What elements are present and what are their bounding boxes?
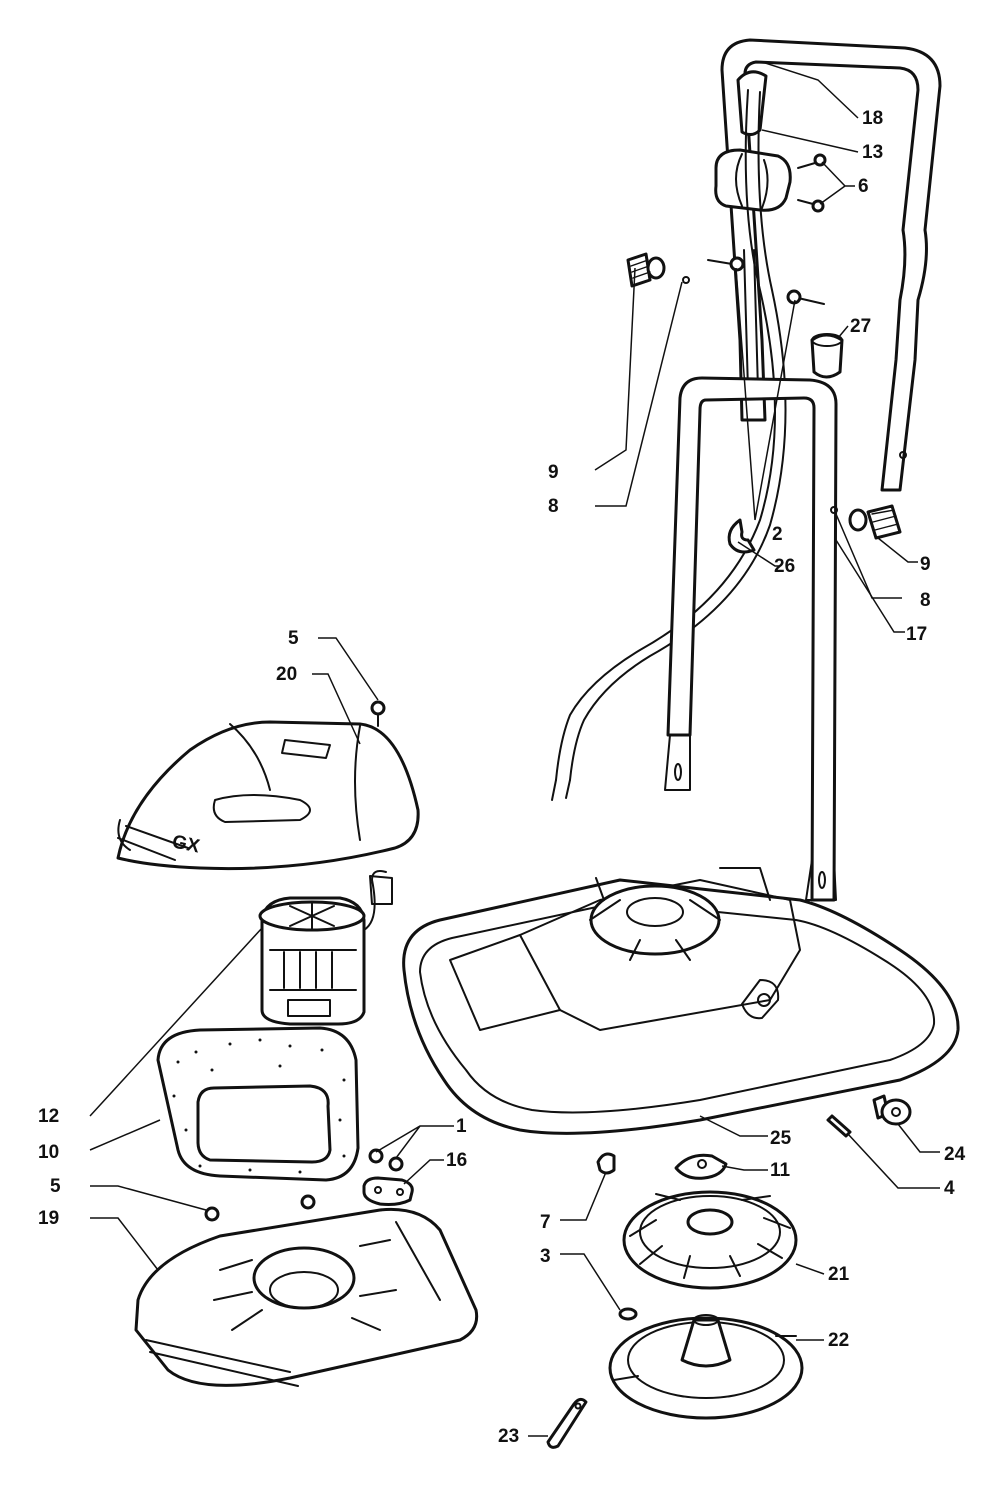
impeller-fan [622,1190,798,1290]
callout-3: 3 [540,1246,551,1267]
callout-24: 24 [944,1144,966,1165]
leader-lines [89,61,940,1437]
callout-20: 20 [276,664,297,685]
power-cable [551,89,787,801]
callouts: 18 13 6 27 9 8 2 26 9 8 17 5 20 12 10 1 … [38,108,966,1447]
callout-13: 13 [862,142,883,163]
handle-knob-right [848,504,902,540]
clamp-bracket [362,1176,414,1206]
electric-motor [258,870,393,1026]
callout-10: 10 [38,1142,59,1163]
cover-screw [370,700,386,727]
cutting-disc [608,1314,804,1420]
callout-25: 25 [770,1128,792,1149]
callout-6: 6 [858,176,869,197]
fan-adapter [674,1153,728,1180]
cable-clip [736,70,768,137]
callout-4: 4 [944,1178,955,1199]
callout-22: 22 [828,1330,849,1351]
bolt-right [786,289,825,305]
callout-16: 16 [446,1150,467,1171]
motor-housing [134,1207,479,1387]
callout-8-right: 8 [920,590,931,611]
foam-texture [172,1038,346,1174]
callout-26: 26 [774,556,795,577]
switch-box [714,148,792,212]
callout-11: 11 [770,1160,791,1181]
housing-screw-right [300,1194,316,1210]
motor-cover: GX [116,720,420,871]
callout-5-upper: 5 [288,628,299,649]
callout-27: 27 [850,316,871,337]
callout-7: 7 [540,1212,551,1233]
housing-screw-left [204,1206,220,1222]
screw-pair [368,1148,404,1172]
switch-screw-bottom [797,199,825,213]
callout-5-lower: 5 [50,1176,61,1197]
plastic-blade [546,1397,588,1449]
deck-pin [826,1114,852,1138]
foam-filter-ring [156,1026,360,1182]
callout-18: 18 [862,108,883,129]
callout-1: 1 [456,1116,467,1137]
callout-23: 23 [498,1426,519,1447]
washer-right [830,506,838,514]
callout-19: 19 [38,1208,59,1229]
callout-8-left: 8 [548,496,559,517]
bolt-left [707,256,745,272]
hover-deck [402,867,960,1135]
callout-12: 12 [38,1106,59,1127]
callout-17: 17 [906,624,927,645]
handle-clip [727,518,756,554]
handle-sleeve [810,333,844,379]
height-knob [872,1094,912,1126]
callout-2: 2 [772,524,783,545]
lower-handle [664,376,838,902]
fan-screw [596,1152,616,1175]
callout-9-right: 9 [920,554,931,575]
callout-21: 21 [828,1264,850,1285]
blade-washer [618,1307,638,1321]
switch-screw-top [797,153,827,169]
callout-9-left: 9 [548,462,559,483]
handle-knob-left [626,252,666,288]
washer-left [682,276,690,284]
